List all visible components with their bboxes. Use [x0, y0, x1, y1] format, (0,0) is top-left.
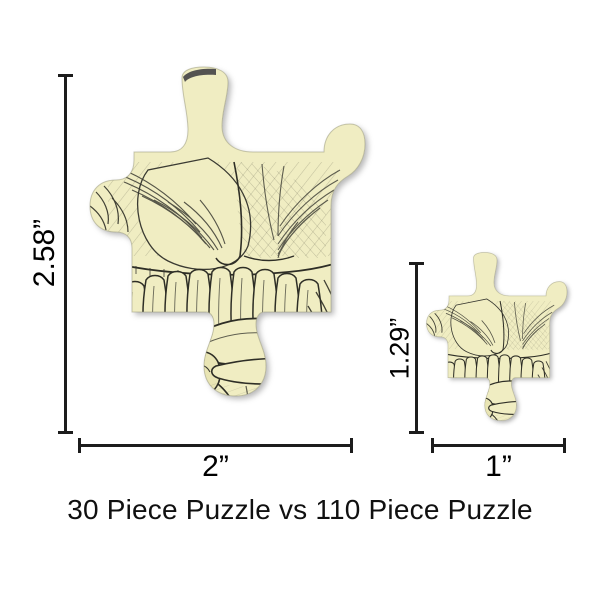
small-puzzle-piece	[424, 252, 569, 442]
large-width-cap-right	[350, 438, 353, 453]
small-width-cap-right	[563, 438, 566, 453]
large-height-cap-top	[58, 74, 73, 77]
large-height-cap-bottom	[58, 431, 73, 434]
large-height-label: 2.58”	[28, 218, 61, 288]
large-height-dimension-line	[64, 74, 67, 434]
small-height-cap-top	[409, 262, 424, 265]
large-width-label: 2”	[202, 450, 229, 483]
small-height-dimension-line	[415, 262, 418, 434]
comparison-caption: 30 Piece Puzzle vs 110 Piece Puzzle	[67, 494, 533, 525]
small-width-label: 1”	[485, 450, 512, 483]
small-height-cap-bottom	[409, 431, 424, 434]
puzzle-piece-icon	[89, 66, 366, 397]
small-width-dimension-line	[431, 444, 566, 447]
large-width-cap-left	[78, 438, 81, 453]
large-width-dimension-line	[78, 444, 353, 447]
large-puzzle-piece	[88, 66, 366, 438]
puzzle-piece-icon	[426, 252, 568, 421]
small-width-cap-left	[431, 438, 434, 453]
small-height-label: 1.29”	[384, 317, 415, 380]
